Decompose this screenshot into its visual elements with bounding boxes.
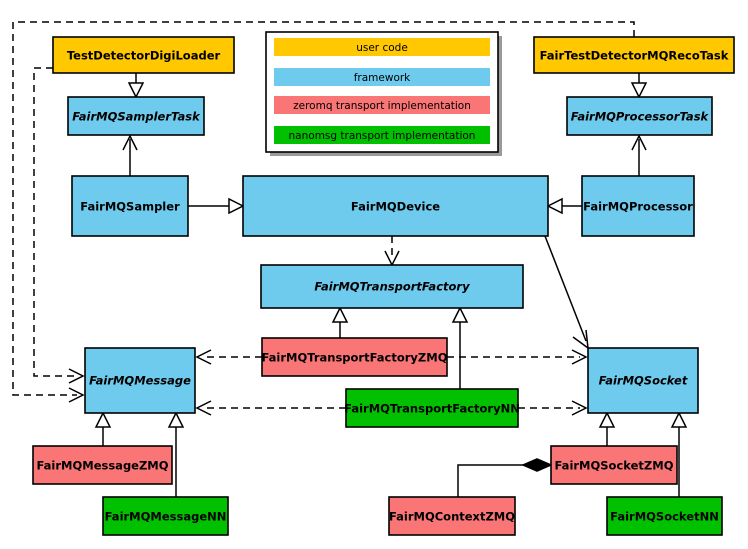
edge-processor-processortask [631,134,647,176]
node-label-fair-test-detector-mq-reco-task: FairTestDetectorMQRecoTask [540,49,729,63]
node-fair-mq-socket-zmq[interactable]: FairMQSocketZMQ [550,445,678,485]
node-fair-mq-transport-factory-nn[interactable]: FairMQTransportFactoryNN [344,388,520,428]
legend-label-user-code: user code [356,42,408,54]
node-fair-mq-transport-factory-zmq[interactable]: FairMQTransportFactoryZMQ [261,337,448,377]
edge-socketzmq-contextzmq [457,458,553,497]
node-box-fair-mq-message-nn[interactable] [102,496,229,536]
legend-item-framework: framework [274,68,490,86]
node-box-fair-mq-transport-factory-zmq[interactable] [261,337,448,377]
node-box-fair-mq-message[interactable] [84,347,196,414]
edge-factorynn-socket [518,400,588,416]
node-box-fair-mq-socket-nn[interactable] [606,496,723,536]
legend-item-user-code: user code [274,38,490,56]
edge-socketnn-socket [670,411,688,497]
legend-item-zeromq: zeromq transport implementation [274,96,490,114]
node-fair-mq-sampler-task[interactable]: FairMQSamplerTask [67,96,205,136]
legend-label-framework: framework [354,72,411,84]
node-label-fair-mq-transport-factory-zmq: FairMQTransportFactoryZMQ [261,351,447,365]
legend-swatch-nanomsg [274,126,490,144]
node-label-fair-mq-sampler: FairMQSampler [80,200,180,214]
node-fair-mq-socket[interactable]: FairMQSocket [587,347,699,414]
node-label-fair-mq-transport-factory: FairMQTransportFactory [314,280,470,294]
node-fair-mq-message-zmq[interactable]: FairMQMessageZMQ [32,445,173,485]
legend-swatch-zeromq [274,96,490,114]
node-fair-mq-socket-nn[interactable]: FairMQSocketNN [606,496,723,536]
node-label-test-detector-digi-loader: TestDetectorDigiLoader [67,49,221,63]
node-label-fair-mq-socket: FairMQSocket [599,374,688,388]
node-box-fair-mq-context-zmq[interactable] [388,496,516,536]
node-box-fair-mq-sampler[interactable] [71,175,189,237]
node-layer: TestDetectorDigiLoader FairTestDetectorM… [32,36,735,536]
node-fair-mq-context-zmq[interactable]: FairMQContextZMQ [388,496,516,536]
node-fair-mq-transport-factory[interactable]: FairMQTransportFactory [260,264,524,309]
node-label-fair-mq-message: FairMQMessage [89,374,191,388]
edge-messagezmq-message [94,411,112,446]
node-label-fair-mq-transport-factory-nn: FairMQTransportFactoryNN [344,402,520,416]
node-box-fair-mq-socket-zmq[interactable] [550,445,678,485]
node-fair-mq-message-nn[interactable]: FairMQMessageNN [102,496,229,536]
node-fair-mq-message[interactable]: FairMQMessage [84,347,196,414]
edge-processor-device [546,197,582,215]
node-box-fair-mq-device[interactable] [242,175,549,237]
node-box-fair-mq-message-zmq[interactable] [32,445,173,485]
node-box-fair-mq-transport-factory-nn[interactable] [345,388,519,428]
node-box-fair-mq-transport-factory[interactable] [260,264,524,309]
legend-swatch-user-code [274,38,490,56]
node-label-fair-mq-message-nn: FairMQMessageNN [105,510,227,524]
node-label-fair-mq-message-zmq: FairMQMessageZMQ [36,459,168,473]
node-test-detector-digi-loader[interactable]: TestDetectorDigiLoader [52,36,235,74]
node-label-fair-mq-context-zmq: FairMQContextZMQ [389,510,515,524]
node-box-test-detector-digi-loader[interactable] [52,36,235,74]
node-label-fair-mq-socket-nn: FairMQSocketNN [610,510,719,524]
node-label-fair-mq-device: FairMQDevice [351,200,440,214]
edge-factoryzmq-message [195,349,262,365]
edge-recotask-message [12,21,635,403]
node-label-fair-mq-socket-zmq: FairMQSocketZMQ [555,459,674,473]
edge-factoryzmq-factory [331,306,349,338]
edge-digiloader-message [33,67,85,384]
legend: user code framework zeromq transport imp… [265,31,502,156]
node-box-fair-mq-processor[interactable] [581,175,695,237]
edge-sampler-samplertask [122,134,138,176]
legend-swatch-framework [274,68,490,86]
edge-socketzmq-socket [598,411,616,446]
node-fair-mq-device[interactable]: FairMQDevice [242,175,549,237]
legend-label-nanomsg: nanomsg transport implementation [289,130,476,142]
legend-label-zeromq: zeromq transport implementation [293,100,471,112]
edge-layer [12,21,688,497]
edge-digiloader-samplertask [127,73,145,99]
node-fair-mq-sampler[interactable]: FairMQSampler [71,175,189,237]
node-fair-mq-processor[interactable]: FairMQProcessor [581,175,695,237]
edge-sampler-device [188,197,245,215]
node-label-fair-mq-processor-task: FairMQProcessorTask [571,110,710,124]
node-fair-test-detector-mq-reco-task[interactable]: FairTestDetectorMQRecoTask [533,36,735,74]
node-box-fair-mq-socket[interactable] [587,347,699,414]
edge-recotask-processortask [630,73,648,99]
edge-factorynn-message [195,400,346,416]
node-fair-mq-processor-task[interactable]: FairMQProcessorTask [566,96,713,136]
edge-factoryzmq-socket [447,349,588,365]
node-box-fair-mq-sampler-task[interactable] [67,96,205,136]
node-box-fair-mq-processor-task[interactable] [566,96,713,136]
legend-item-nanomsg: nanomsg transport implementation [274,126,490,144]
node-label-fair-mq-sampler-task: FairMQSamplerTask [72,110,201,124]
node-box-fair-test-detector-mq-reco-task[interactable] [533,36,735,74]
edge-factorynn-factory [451,306,469,389]
node-label-fair-mq-processor: FairMQProcessor [583,200,693,214]
edge-messagenn-message [167,411,185,497]
